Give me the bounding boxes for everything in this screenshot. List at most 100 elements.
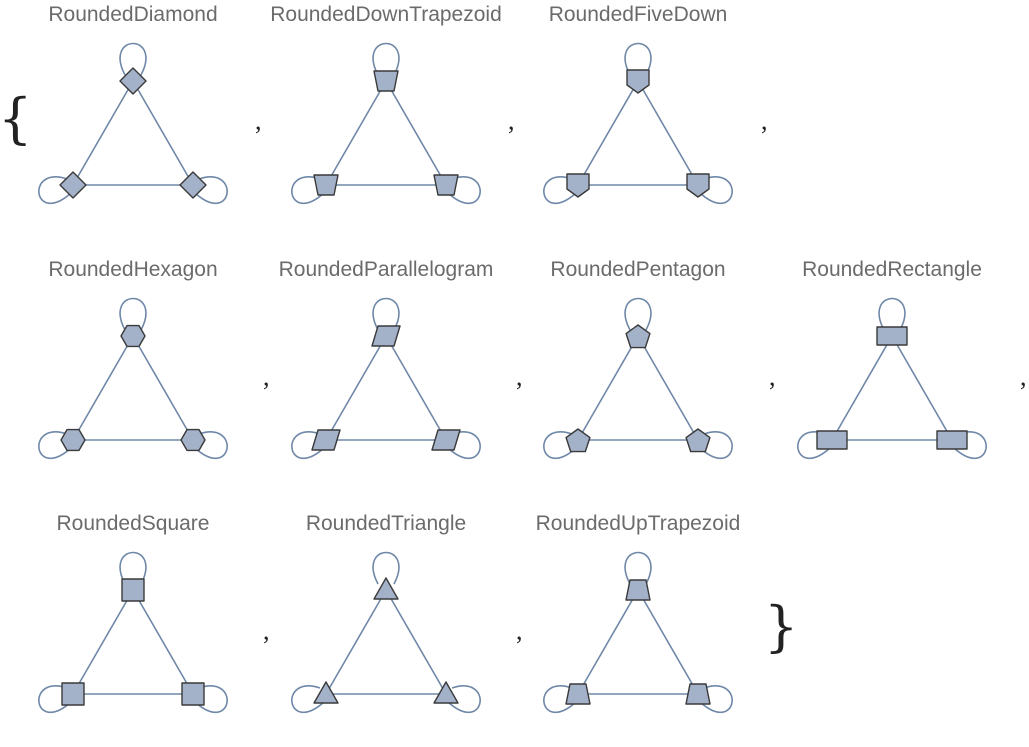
graph-panel: RoundedHexagon xyxy=(38,258,228,460)
graph-edge xyxy=(325,335,387,441)
graph-vertex xyxy=(566,173,590,198)
graph-label: RoundedDownTrapezoid xyxy=(270,3,502,26)
graph-self-loop xyxy=(624,551,652,585)
graph-vertex xyxy=(59,171,87,199)
graph-vertex xyxy=(313,174,339,196)
graph-vertex xyxy=(311,429,341,451)
graph-edge xyxy=(385,589,447,695)
graph-self-loop xyxy=(624,297,652,331)
graph-panel: RoundedUpTrapezoid xyxy=(536,512,741,714)
graph-panel: RoundedTriangle xyxy=(291,512,481,714)
graph-edge xyxy=(831,335,893,441)
graph-self-loop xyxy=(699,176,733,205)
list-separator: , xyxy=(263,362,270,391)
graph-label: RoundedTriangle xyxy=(306,512,466,535)
graph-self-loop xyxy=(119,297,147,331)
graph-label: RoundedFiveDown xyxy=(549,3,728,26)
graph-panel: RoundedParallelogram xyxy=(279,258,494,460)
graph-edge xyxy=(577,589,639,695)
graph-self-loop xyxy=(624,42,652,76)
graph-self-loop xyxy=(291,176,325,205)
graph-self-loop xyxy=(699,685,733,714)
graph-edge xyxy=(891,335,953,441)
list-separator: , xyxy=(516,616,523,645)
graph-vertex xyxy=(876,326,908,346)
graph-self-loop xyxy=(372,551,400,585)
graph-label: RoundedRectangle xyxy=(802,258,982,281)
graph-edge xyxy=(577,335,639,441)
graph-self-loop xyxy=(372,297,400,331)
graph-panel: RoundedRectangle xyxy=(797,258,987,460)
list-separator: , xyxy=(508,106,515,135)
graph-vertex xyxy=(433,174,459,196)
graph-vertex xyxy=(60,428,86,452)
list-separator: , xyxy=(1020,362,1027,391)
graph-vertex xyxy=(181,682,205,706)
graph-vertex xyxy=(371,325,401,347)
graph-self-loop xyxy=(194,431,228,460)
graph-self-loop xyxy=(699,431,733,460)
graph-vertex xyxy=(121,578,145,602)
graph-self-loop xyxy=(878,297,906,331)
graph-vertex xyxy=(61,682,85,706)
graph-self-loop xyxy=(447,431,481,460)
graph-vertex xyxy=(816,430,848,450)
graph-vertex xyxy=(625,324,651,349)
graph-label: RoundedUpTrapezoid xyxy=(536,512,741,535)
list-separator: , xyxy=(516,362,523,391)
list-separator: , xyxy=(761,106,768,135)
graph-panel: RoundedPentagon xyxy=(543,258,733,460)
graph-self-loop xyxy=(119,42,147,76)
graph-self-loop xyxy=(447,176,481,205)
graph-edge xyxy=(325,589,387,695)
graph-vertex xyxy=(180,428,206,452)
graph-edge xyxy=(637,335,699,441)
graph-panel: RoundedDiamond xyxy=(38,3,228,205)
graph-vertex xyxy=(625,579,651,601)
graph-edge xyxy=(132,80,194,186)
graph-edge xyxy=(132,335,194,441)
graph-label: RoundedDiamond xyxy=(48,3,217,26)
graph-panel: RoundedSquare xyxy=(38,512,228,714)
graph-vertex xyxy=(685,683,711,705)
graph-edge xyxy=(325,80,387,186)
graph-self-loop xyxy=(194,176,228,205)
graph-edge xyxy=(385,80,447,186)
graph-self-loop xyxy=(291,431,325,460)
graph-self-loop xyxy=(38,431,72,460)
graph-label: RoundedPentagon xyxy=(550,258,725,281)
graph-vertex xyxy=(685,428,711,453)
list-separator: , xyxy=(769,362,776,391)
graph-edge xyxy=(72,589,134,695)
graph-vertex xyxy=(431,429,461,451)
graph-self-loop xyxy=(447,685,481,714)
graph-self-loop xyxy=(543,176,577,205)
graph-edge xyxy=(132,589,194,695)
graph-self-loop xyxy=(797,431,831,460)
graph-label: RoundedSquare xyxy=(57,512,210,535)
graph-self-loop xyxy=(38,685,72,714)
graph-label: RoundedParallelogram xyxy=(279,258,494,281)
graph-vertex xyxy=(120,324,146,348)
graph-vertex xyxy=(936,430,968,450)
graph-edge xyxy=(72,80,134,186)
graph-self-loop xyxy=(119,551,147,585)
graph-self-loop xyxy=(953,431,987,460)
graph-vertex xyxy=(626,69,650,94)
graph-panel: RoundedFiveDown xyxy=(543,3,733,205)
graph-vertex xyxy=(686,173,710,198)
graph-self-loop xyxy=(543,431,577,460)
graph-self-loop xyxy=(194,685,228,714)
graph-vertex xyxy=(433,681,459,704)
graph-vertex xyxy=(373,70,399,92)
graph-vertex xyxy=(565,683,591,705)
graph-vertex xyxy=(119,67,147,95)
graph-vertex xyxy=(373,577,399,600)
graph-edge xyxy=(577,80,639,186)
graph-vertex xyxy=(565,428,591,453)
graph-edge xyxy=(637,589,699,695)
graph-vertex xyxy=(313,681,339,704)
graph-self-loop xyxy=(291,685,325,714)
